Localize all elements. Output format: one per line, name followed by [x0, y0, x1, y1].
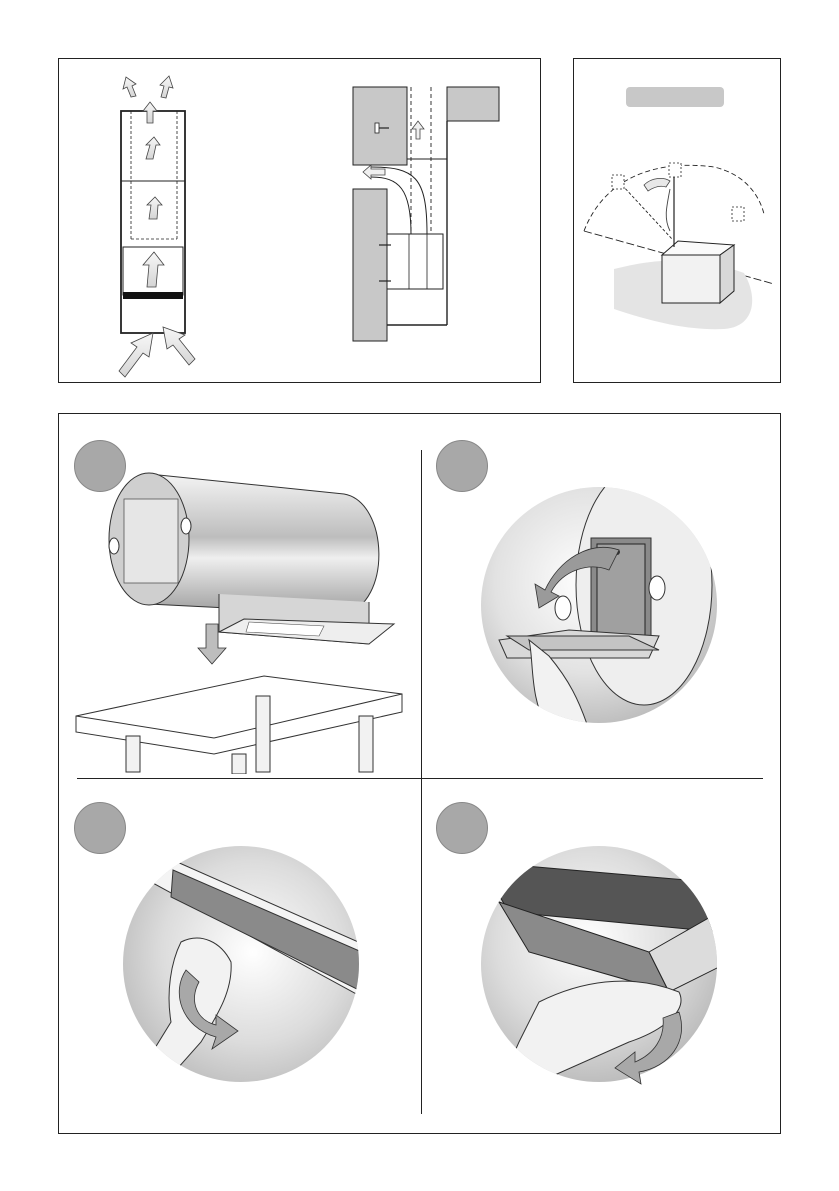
- top-right-panel: [573, 58, 781, 383]
- cylinder-hood-icon: [109, 473, 394, 644]
- step-3-filter-removal-illustration: [121, 842, 361, 1087]
- arrow-up-icon: [160, 76, 173, 98]
- step-2-filter-open-illustration: [479, 480, 719, 730]
- step-1-hood-illustration: [74, 454, 414, 774]
- step-badge-3: [74, 802, 126, 854]
- divider-vertical: [421, 450, 422, 1114]
- top-left-panel: [58, 58, 541, 383]
- arrow-up-icon: [163, 327, 195, 365]
- wall-mount-duct-diagram: [353, 87, 499, 341]
- step-4-filter-replace-illustration: [479, 842, 719, 1087]
- bottom-panel: [58, 413, 781, 1134]
- hand-icon: [644, 178, 670, 191]
- fixing-angle-diagram: [574, 59, 779, 381]
- airflow-diagram: [59, 59, 539, 381]
- arrow-up-icon: [412, 121, 424, 139]
- arrow-up-icon: [119, 333, 153, 377]
- arrow-up-icon: [123, 77, 136, 97]
- divider-horizontal: [77, 778, 763, 779]
